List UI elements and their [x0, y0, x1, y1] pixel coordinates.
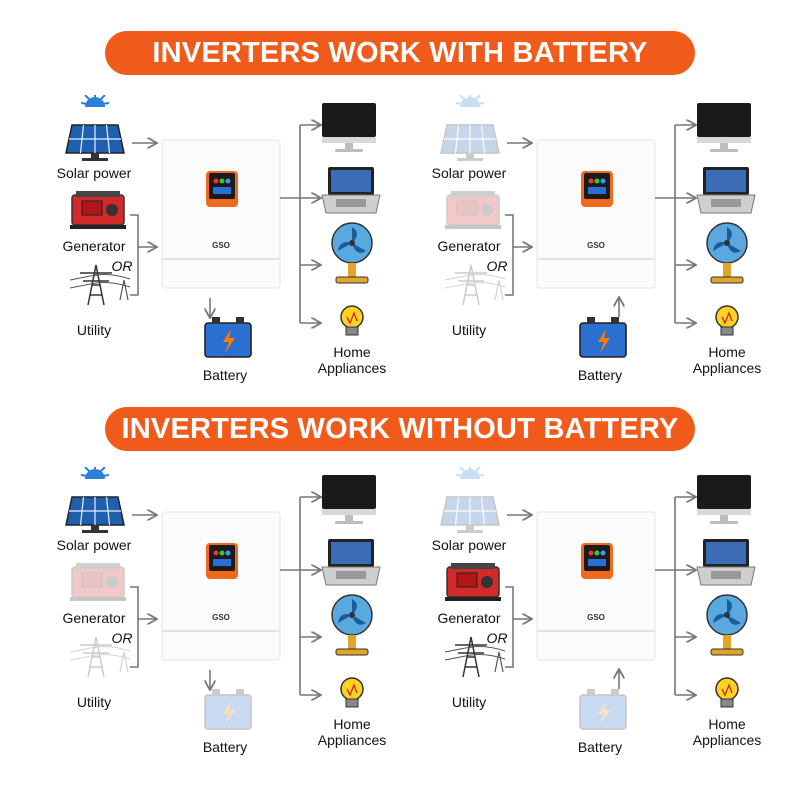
battery-icon: [204, 689, 252, 730]
battery-icon: [204, 317, 252, 358]
utility-label: Utility: [76, 694, 112, 710]
home-appliances-label-line1: Home: [333, 716, 371, 732]
brand-logo: GSO: [587, 613, 605, 622]
inverter-unit: GSO: [536, 139, 656, 289]
laptop-icon: [321, 539, 381, 586]
home-appliances-label-line2: Appliances: [317, 360, 387, 376]
lightbulb-icon: [715, 305, 739, 336]
monitor-icon: [322, 103, 376, 152]
home-appliances-label-line1: Home: [708, 344, 746, 360]
banner-with-battery: INVERTERS WORK WITH BATTERY: [105, 31, 695, 75]
fan-icon: [331, 594, 373, 656]
utility-tower-icon: [69, 636, 131, 678]
home-appliances-label-line2: Appliances: [317, 732, 387, 748]
or-label: OR: [111, 258, 133, 274]
laptop-icon: [321, 167, 381, 214]
source-bracket: [505, 586, 531, 668]
inverter-unit: GSO: [161, 511, 281, 661]
fan-icon: [706, 222, 748, 284]
or-label: OR: [486, 630, 508, 646]
source-bracket: [130, 214, 156, 296]
fan-icon: [331, 222, 373, 284]
utility-tower-icon: [69, 264, 131, 306]
solar-panel-icon: [65, 467, 125, 533]
fan-icon: [706, 594, 748, 656]
or-label: OR: [111, 630, 133, 646]
banner-without-battery: INVERTERS WORK WITHOUT BATTERY: [105, 407, 695, 451]
output-bus: [655, 125, 695, 323]
lightbulb-icon: [715, 677, 739, 708]
utility-tower-icon: [444, 636, 506, 678]
home-appliances-label-line2: Appliances: [692, 360, 762, 376]
solar-panel-icon: [440, 95, 500, 161]
home-appliances-label-line1: Home: [708, 716, 746, 732]
solar-panel-icon: [65, 95, 125, 161]
output-bus: [280, 497, 320, 695]
source-bracket: [130, 586, 156, 668]
battery-label: Battery: [202, 739, 248, 755]
solar-panel-icon: [440, 467, 500, 533]
utility-tower-icon: [444, 264, 506, 306]
solar-power-label: Solar power: [56, 165, 132, 181]
lightbulb-icon: [340, 677, 364, 708]
monitor-icon: [697, 475, 751, 524]
home-appliances-label-line1: Home: [333, 344, 371, 360]
battery-icon: [579, 689, 627, 730]
output-bus: [280, 125, 320, 323]
brand-logo: GSO: [212, 241, 230, 250]
battery-label: Battery: [202, 367, 248, 383]
utility-label: Utility: [451, 694, 487, 710]
generator-label: Generator: [437, 238, 501, 254]
inverter-unit: GSO: [536, 511, 656, 661]
generator-label: Generator: [62, 610, 126, 626]
generator-icon: [445, 563, 501, 601]
monitor-icon: [697, 103, 751, 152]
or-label: OR: [486, 258, 508, 274]
generator-icon: [445, 191, 501, 229]
generator-label: Generator: [437, 610, 501, 626]
generator-label: Generator: [62, 238, 126, 254]
utility-label: Utility: [451, 322, 487, 338]
laptop-icon: [696, 539, 756, 586]
battery-icon: [579, 317, 627, 358]
battery-label: Battery: [577, 739, 623, 755]
utility-label: Utility: [76, 322, 112, 338]
solar-power-label: Solar power: [56, 537, 132, 553]
generator-icon: [70, 563, 126, 601]
inverter-unit: GSO: [161, 139, 281, 289]
source-bracket: [505, 214, 531, 296]
output-bus: [655, 497, 695, 695]
solar-power-label: Solar power: [431, 537, 507, 553]
battery-label: Battery: [577, 367, 623, 383]
brand-logo: GSO: [587, 241, 605, 250]
laptop-icon: [696, 167, 756, 214]
solar-power-label: Solar power: [431, 165, 507, 181]
lightbulb-icon: [340, 305, 364, 336]
monitor-icon: [322, 475, 376, 524]
generator-icon: [70, 191, 126, 229]
home-appliances-label-line2: Appliances: [692, 732, 762, 748]
brand-logo: GSO: [212, 613, 230, 622]
